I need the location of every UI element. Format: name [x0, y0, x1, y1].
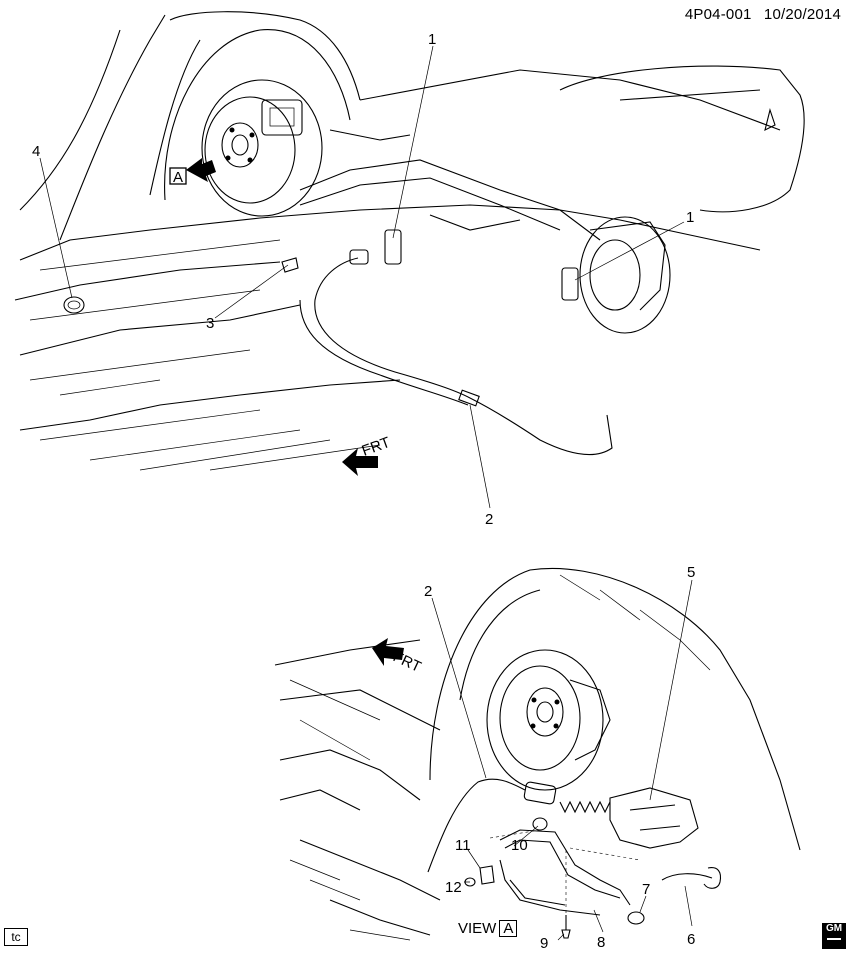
- callout-1-left: 1: [428, 31, 436, 48]
- rear-axle-beam: [299, 69, 781, 241]
- callout-2-lower: 2: [424, 583, 432, 600]
- rear-fascia: [559, 65, 805, 213]
- upper-right-brake-rotor: [579, 216, 671, 334]
- lower-front-arrow: [372, 638, 404, 666]
- cable-equalizer: [458, 389, 480, 407]
- bolt: [479, 865, 495, 885]
- gm-logo-text: GM: [825, 923, 843, 934]
- callout-6: 6: [687, 931, 695, 948]
- lower-floor-details: [289, 679, 411, 941]
- upper-view-marker-box: [169, 167, 187, 185]
- cable-bracket: [281, 257, 299, 273]
- view-letter-box: A: [499, 920, 518, 937]
- front-parking-brake-cable: [427, 778, 526, 873]
- lower-wheel-well: [429, 568, 801, 851]
- cable-end-fitting: [349, 249, 369, 265]
- lower-brake-rotor: [486, 649, 611, 791]
- lower-leader-lines: [431, 579, 693, 941]
- screw: [561, 915, 571, 939]
- actuator-harness: [661, 867, 722, 889]
- lower-front-label: FRT: [390, 648, 423, 676]
- callout-2-upper: 2: [485, 511, 493, 528]
- corner-tag: tc: [4, 928, 28, 946]
- upper-leader-lines: [39, 45, 685, 509]
- lower-view: FRT 2 5 6 7 8 9 10 11 12: [274, 564, 801, 952]
- upper-front-arrow: [342, 448, 378, 476]
- front-cable-sleeve: [523, 781, 557, 805]
- front-cable-spring: [559, 800, 611, 814]
- callout-5: 5: [687, 564, 695, 581]
- view-a-arrow: [186, 158, 216, 182]
- callout-4: 4: [32, 143, 40, 160]
- grommet: [627, 911, 645, 925]
- gm-logo: GM: [822, 923, 846, 949]
- diagram-code: 4P04-001: [684, 6, 752, 23]
- rear-cable-left-branch: [299, 299, 469, 406]
- callout-3: 3: [206, 315, 214, 332]
- callout-10: 10: [511, 837, 528, 854]
- floor-pan-outline: [14, 204, 761, 431]
- callout-12: 12: [445, 879, 462, 896]
- rear-parking-brake-cable: [314, 257, 613, 456]
- callout-11: 11: [455, 837, 471, 854]
- callout-9: 9: [540, 935, 548, 952]
- upper-view: FRT A 1 1 2 3 4: [14, 11, 805, 528]
- upper-front-label: FRT: [360, 434, 393, 460]
- diagram-date: 10/20/2014: [763, 6, 841, 23]
- callout-1-right: 1: [686, 209, 694, 226]
- floor-plug: [63, 296, 85, 314]
- diagram-header: 4P04-001 10/20/2014: [685, 6, 841, 23]
- cable-guide-right: [561, 267, 579, 301]
- callout-7: 7: [642, 881, 650, 898]
- lower-wheel-well-ribs: [559, 574, 711, 671]
- parking-brake-actuator: [609, 787, 699, 849]
- lower-floor-structure: [274, 639, 441, 936]
- body-side-panel: [19, 11, 361, 241]
- view-text: VIEW: [458, 920, 497, 937]
- upper-left-brake-rotor: [201, 79, 323, 217]
- cable-guide-left: [384, 229, 402, 265]
- upper-rear-wheel-well: [164, 29, 351, 201]
- callout-8: 8: [597, 934, 605, 951]
- floor-ribs: [29, 239, 381, 471]
- upper-view-marker-letter: A: [173, 169, 183, 186]
- actuator-mount-bracket: [499, 829, 631, 916]
